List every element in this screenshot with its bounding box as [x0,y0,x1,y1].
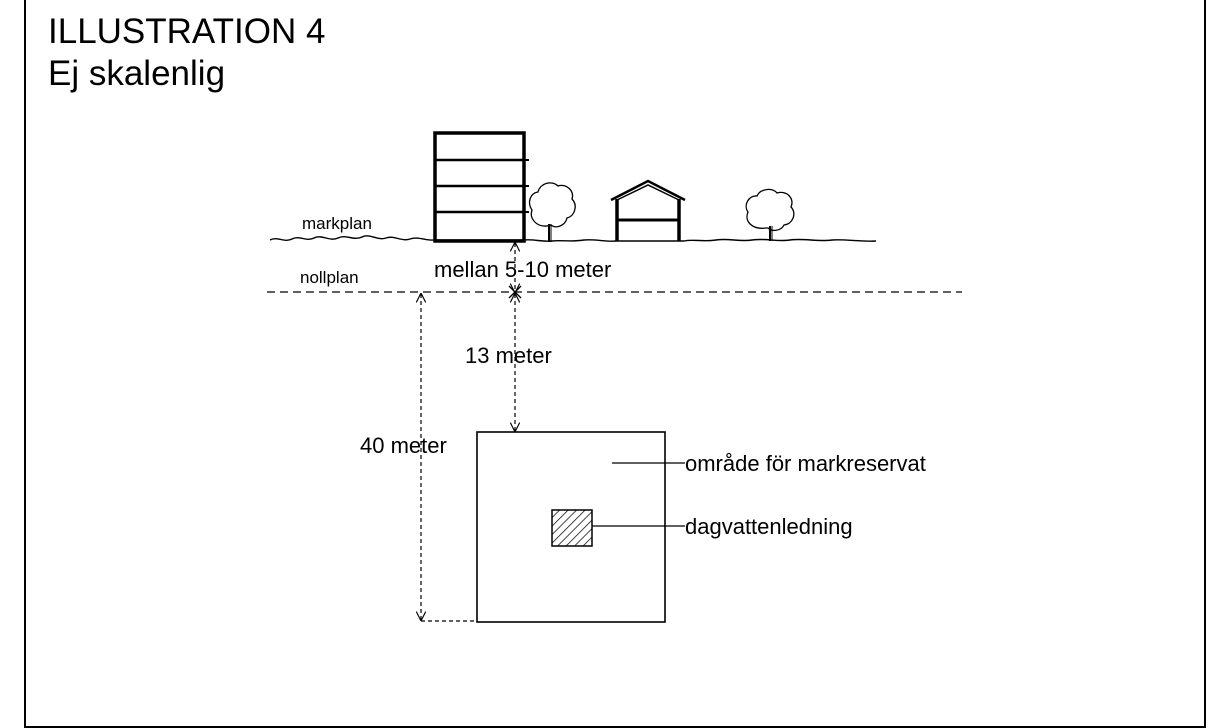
reserve-area-box [476,431,666,623]
illustration-subtitle: Ej skalenlig [48,54,226,93]
nollplan-label: nollplan [300,268,359,287]
height-reserve-label: 40 meter [360,433,447,458]
depth-top-label: 13 meter [465,343,552,368]
stormwater-pipe [551,509,593,547]
drawing-frame [24,0,1206,728]
markplan-label: markplan [302,214,372,233]
illustration-title: ILLUSTRATION 4 [48,12,326,51]
apartment-building-icon [433,131,529,243]
house-icon [610,179,686,241]
area-label: område för markreservat [685,451,926,476]
depth-surface-label: mellan 5-10 meter [434,257,611,282]
tree-icon [528,182,576,242]
tree-icon [745,188,795,241]
pipe-label: dagvattenledning [685,514,853,539]
ground-line [269,235,877,242]
